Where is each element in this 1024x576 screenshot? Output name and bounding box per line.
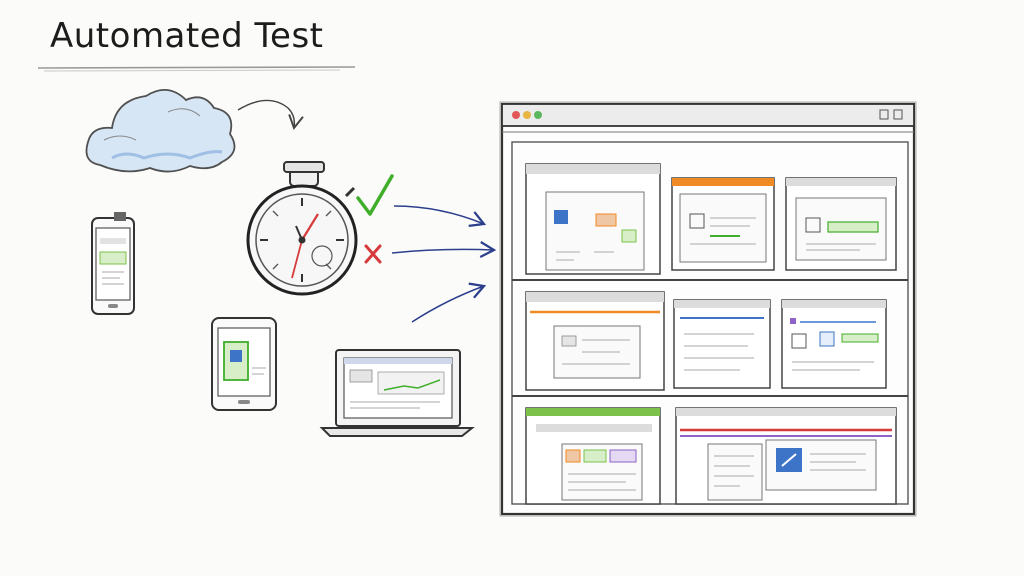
cloud-icon (85, 89, 236, 173)
x-arrow (391, 241, 497, 258)
tablet-icon (211, 317, 277, 411)
browser-window-icon (499, 101, 917, 517)
title-underline (37, 66, 356, 69)
check-icon (356, 174, 394, 216)
smartphone-icon (91, 212, 135, 315)
stopwatch-icon (246, 161, 358, 296)
arrow-icon (237, 99, 304, 130)
x-icon (364, 244, 382, 264)
laptop-arrow (411, 282, 487, 323)
page-title: Automated Test (50, 16, 324, 56)
laptop-icon (319, 349, 475, 437)
check-arrow (393, 205, 487, 227)
